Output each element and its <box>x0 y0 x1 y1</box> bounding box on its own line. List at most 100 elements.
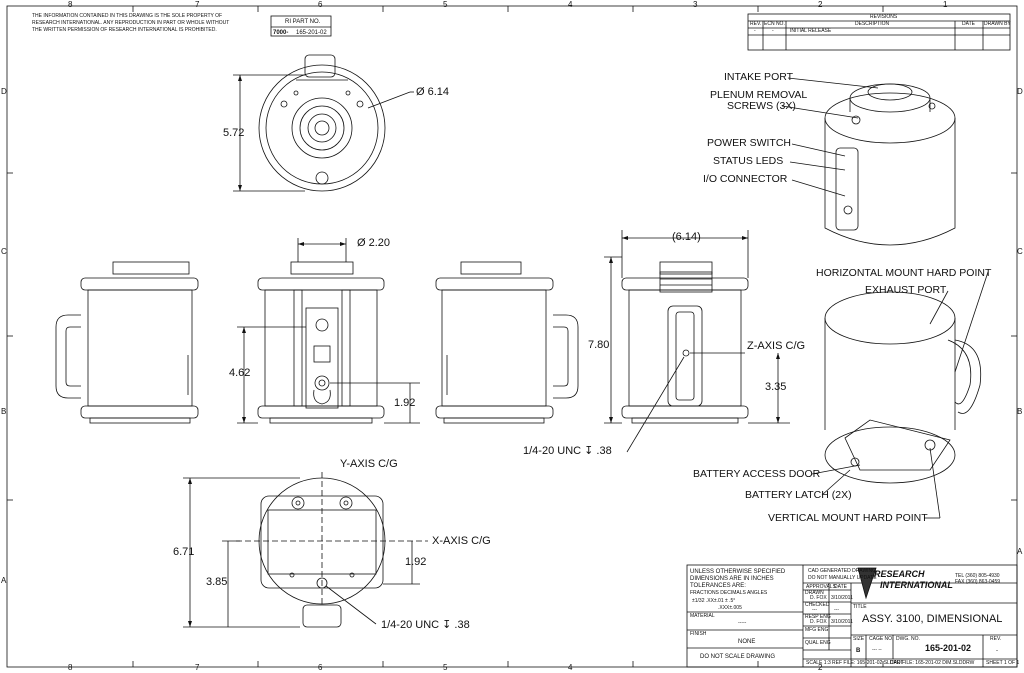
zone-bottom-5: 5 <box>443 663 448 672</box>
side-view-left <box>55 261 199 424</box>
checked-by: --- <box>812 607 817 613</box>
title-block-lines <box>686 564 1018 668</box>
drawn-by: D. FOX <box>810 595 827 601</box>
tol-line-3: TOLERANCES ARE: <box>690 583 746 589</box>
rev-row-ecn: - <box>772 28 774 34</box>
zone-top-3: 3 <box>693 0 698 9</box>
tol-line-5: ±1/32 .XX±.01 ± .5° <box>692 598 736 604</box>
zone-right-c: C <box>1017 247 1023 256</box>
rev-value: - <box>996 648 998 654</box>
company-name-1: RESEARCH <box>874 569 925 579</box>
sheet-number: SHEET 1 OF 1 <box>986 660 1020 666</box>
no-scale-note: DO NOT SCALE DRAWING <box>700 654 776 660</box>
size-label: SIZE <box>853 636 865 642</box>
rev-header-ecn: ECN NO. <box>764 21 785 27</box>
company-tel: TEL (360) 805-4930 <box>955 573 1000 579</box>
resp-eng-date: 3/10/2011 <box>831 619 853 625</box>
dim-port-dia: Ø 2.20 <box>357 237 391 249</box>
cad-file: CAD FILE: 165-201-02 DIM.SLDDRW <box>890 660 975 666</box>
notice-line-2: RESEARCH INTERNATIONAL. ANY REPRODUCTION… <box>32 20 230 26</box>
tol-line-4: FRACTIONS DECIMALS ANGLES <box>690 590 768 596</box>
zone-bottom-8: 8 <box>68 663 73 672</box>
label-thread-front: 1/4-20 UNC ↧ .38 <box>523 445 612 457</box>
title-label: TITLE <box>853 604 867 610</box>
callout-battery-door: BATTERY ACCESS DOOR <box>693 468 821 480</box>
zone-bottom-6: 6 <box>318 663 323 672</box>
cad-note-2: DO NOT MANUALLY UPDATE <box>808 575 877 581</box>
callout-io-connector: I/O CONNECTOR <box>703 173 788 185</box>
cad-note-1: CAD GENERATED DRAWING, <box>808 568 878 574</box>
company-fax: FAX (360) 863-0459 <box>955 579 1001 585</box>
label-thread-bottom: 1/4-20 UNC ↧ .38 <box>381 619 470 631</box>
part-no-value: 165-201-02 <box>296 30 327 36</box>
iso-view-top <box>781 77 956 246</box>
dwg-number: 165-201-02 <box>925 643 972 653</box>
finish-label: FINISH <box>690 631 707 637</box>
revisions-table <box>747 13 1011 51</box>
drawing-title: ASSY. 3100, DIMENSIONAL <box>862 613 1003 625</box>
tol-line-1: UNLESS OTHERWISE SPECIFIED <box>690 569 786 575</box>
zone-top-4: 4 <box>568 0 573 9</box>
cage-value: --- -- <box>872 647 882 653</box>
part-no-label: RI PART NO. <box>285 19 321 25</box>
checked-date: --- <box>834 607 839 613</box>
dim-height-total: 7.80 <box>588 339 610 351</box>
callout-vertical-mount: VERTICAL MOUNT HARD POINT <box>768 512 928 524</box>
rev-header-desc: DESCRIPTION <box>855 21 890 27</box>
dim-bottom-height: 6.71 <box>173 546 195 558</box>
iso-view-bottom <box>811 271 989 519</box>
zone-left-c: C <box>1 247 7 256</box>
callout-battery-latch: BATTERY LATCH (2X) <box>745 489 852 501</box>
zone-right-a: A <box>1017 547 1023 556</box>
callout-intake-port: INTAKE PORT <box>724 71 794 83</box>
notice-line-1: THE INFORMATION CONTAINED IN THIS DRAWIN… <box>32 13 223 19</box>
rev-header-date: DATE <box>962 21 975 27</box>
rev-label: REV. <box>990 636 1002 642</box>
label-y-axis: Y-AXIS C/G <box>340 458 398 470</box>
zone-right-d: D <box>1017 87 1023 96</box>
dwg-label: DWG. NO. <box>896 636 920 642</box>
zone-top-5: 5 <box>443 0 448 9</box>
zone-bottom-2: 2 <box>818 663 823 672</box>
part-no-prefix: 7000- <box>273 30 289 36</box>
zone-top-1: 1 <box>943 0 948 9</box>
dim-width-ref: (6.14) <box>672 231 701 243</box>
scale-note: SCALE 1:3 <box>806 660 831 666</box>
label-x-axis: X-AXIS C/G <box>432 535 491 547</box>
dim-x-offset: 1.92 <box>405 556 427 568</box>
drawn-label: DRAWN <box>805 590 824 596</box>
callout-plenum-2: SCREWS (3X) <box>727 100 796 112</box>
side-view-right <box>435 261 579 424</box>
resp-eng-label: RESP ENG <box>805 614 831 620</box>
rev-header-rev: REV. <box>750 21 762 27</box>
approvals-date-label: DATE <box>834 584 847 590</box>
zone-bottom-7: 7 <box>195 663 200 672</box>
callout-horizontal-mount: HORIZONTAL MOUNT HARD POINT <box>816 267 992 279</box>
dim-connector-height: 1.92 <box>394 397 416 409</box>
dim-top-height: 5.72 <box>223 127 245 139</box>
top-view <box>233 54 414 192</box>
rev-row-desc: INITIAL RELEASE <box>790 28 832 34</box>
resp-eng-by: D. FOX <box>810 619 827 625</box>
zone-left-a: A <box>1 576 7 585</box>
company-name-2: INTERNATIONAL <box>880 580 953 590</box>
rear-view <box>604 230 790 453</box>
dim-bottom-cg: 3.85 <box>206 576 228 588</box>
mfg-eng-label: MFG ENG <box>805 627 829 633</box>
zone-left-b: B <box>1 407 7 416</box>
tol-line-6: .XXX±.005 <box>718 605 742 611</box>
zone-bottom-4: 4 <box>568 663 573 672</box>
front-view <box>237 238 420 424</box>
callout-power-switch: POWER SWITCH <box>707 137 791 149</box>
finish-value: NONE <box>738 639 756 645</box>
arrowheads <box>188 75 780 627</box>
part-no-box <box>270 15 332 37</box>
rev-header-drawn: DRAWN BY <box>984 21 1011 27</box>
zone-top-8: 8 <box>68 0 73 9</box>
callout-plenum-1: PLENUM REMOVAL <box>710 89 808 101</box>
material-value: ----- <box>738 620 747 626</box>
zone-ticks <box>7 6 1017 667</box>
zone-right-b: B <box>1017 407 1023 416</box>
